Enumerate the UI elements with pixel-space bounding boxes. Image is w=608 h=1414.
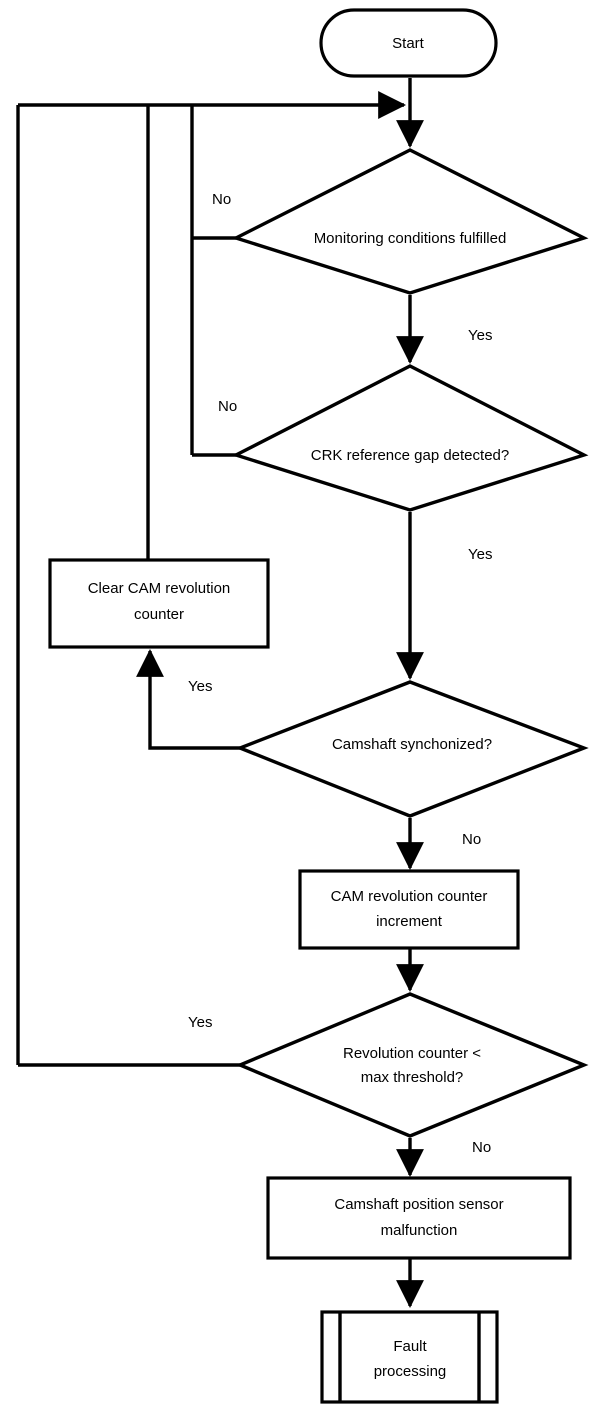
node-threshold-label-line1: Revolution counter <	[343, 1045, 481, 1062]
edge-sync-yes-to-clear	[136, 648, 240, 750]
node-cam-sync-label: Camshaft synchonized?	[332, 736, 492, 753]
edge-label-monitoring-no: No	[212, 191, 231, 208]
node-start-label: Start	[392, 35, 425, 52]
node-clear-counter-label-line2: counter	[134, 606, 184, 623]
node-crk-gap-shape[interactable]	[231, 364, 589, 512]
edge-label-crk-yes: Yes	[468, 546, 492, 563]
node-fault-processing-shape[interactable]	[320, 1310, 499, 1404]
node-fault-processing-label-line1: Fault	[393, 1338, 427, 1355]
node-increment-label-line1: CAM revolution counter	[331, 888, 488, 905]
node-malfunction-shape[interactable]	[266, 1176, 572, 1260]
node-threshold-label-line2: max threshold?	[361, 1069, 464, 1086]
edge-label-sync-no: No	[462, 831, 481, 848]
node-crk-gap-label: CRK reference gap detected?	[311, 447, 509, 464]
node-malfunction-label-line1: Camshaft position sensor	[334, 1196, 503, 1213]
node-monitoring-shape[interactable]	[231, 148, 589, 295]
node-clear-counter-label-line1: Clear CAM revolution	[88, 580, 231, 597]
node-clear-counter-shape[interactable]	[48, 558, 270, 649]
edge-label-crk-no: No	[218, 398, 237, 415]
node-increment-label-line2: increment	[376, 913, 443, 930]
node-malfunction-label-line2: malfunction	[381, 1222, 458, 1239]
edge-label-threshold-yes: Yes	[188, 1014, 212, 1031]
node-threshold-shape[interactable]	[235, 992, 589, 1138]
node-start-shape[interactable]	[319, 8, 498, 78]
edge-label-sync-yes: Yes	[188, 678, 212, 695]
node-monitoring-label: Monitoring conditions fulfilled	[314, 230, 507, 247]
node-increment-shape[interactable]	[298, 869, 520, 950]
node-fault-processing-label-line2: processing	[374, 1363, 447, 1380]
node-cam-sync-shape[interactable]	[235, 680, 589, 818]
edge-label-threshold-no: No	[472, 1139, 491, 1156]
edge-label-monitoring-yes: Yes	[468, 327, 492, 344]
